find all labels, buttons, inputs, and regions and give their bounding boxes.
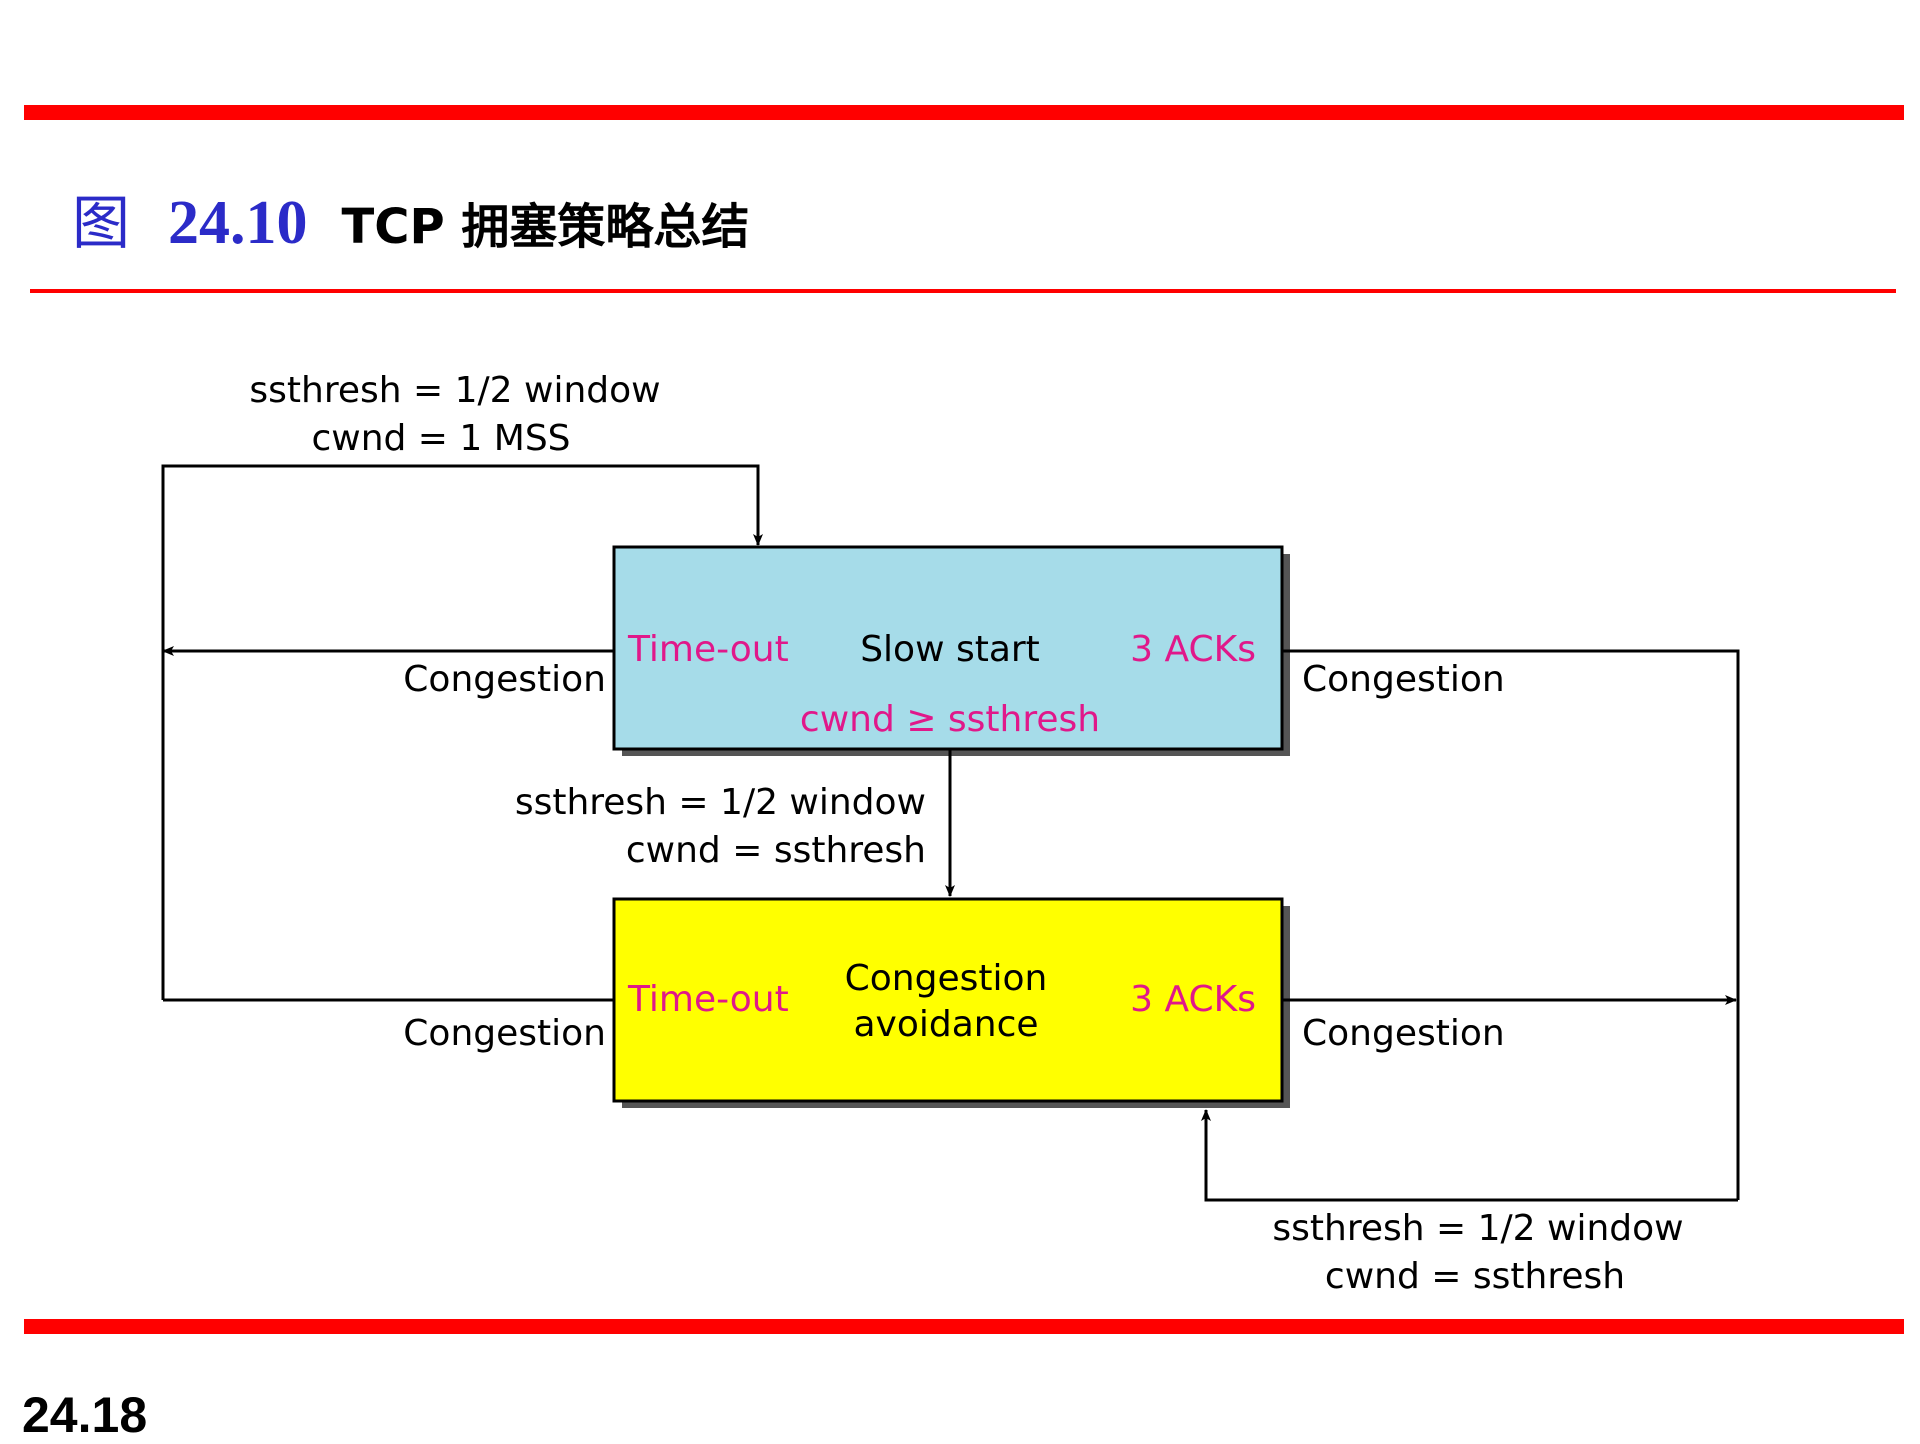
congestion-avoidance-box (612, 897, 1284, 1103)
slow-start-state: Time-out Slow start 3 ACKs cwnd ≥ ssthre… (612, 545, 1290, 756)
fast-recovery-arrow (1201, 1109, 1738, 1202)
reset-label-line1: ssthresh = 1/2 window (249, 370, 660, 411)
slow-start-box (612, 545, 1284, 751)
three-acks-label-line1: ssthresh = 1/2 window (1272, 1208, 1683, 1249)
slow-start-timeout-label: Time-out (627, 629, 789, 670)
title-underline-rule (30, 289, 1896, 293)
bottom-red-rule (24, 1319, 1904, 1334)
top-red-rule (24, 105, 1904, 120)
avoidance-label-line1: Congestion (845, 958, 1048, 999)
threshold-label-line1: ssthresh = 1/2 window (515, 782, 926, 823)
page-number: 24.18 (22, 1387, 148, 1443)
avoidance-3acks-label: 3 ACKs (1130, 979, 1256, 1020)
avoidance-timeout-label: Time-out (627, 979, 789, 1020)
slow-start-label: Slow start (860, 629, 1040, 670)
congestion-avoidance-state: Time-out Congestion avoidance 3 ACKs (612, 897, 1290, 1108)
figure-title: TCP 拥塞策略总结 (341, 199, 750, 255)
slow-start-3acks-label: 3 ACKs (1130, 629, 1256, 670)
threshold-label-line2: cwnd = ssthresh (626, 830, 926, 871)
congestion-label-top-left: Congestion (403, 659, 606, 700)
reset-label-line2: cwnd = 1 MSS (311, 418, 570, 459)
congestion-label-bottom-left: Congestion (403, 1013, 606, 1054)
slide-title: 图 24.10 TCP 拥塞策略总结 (72, 176, 750, 257)
figure-number: 24.10 (168, 189, 308, 257)
slow-start-threshold-label: cwnd ≥ ssthresh (800, 699, 1100, 740)
reset-to-slow-start-arrow (161, 464, 763, 1000)
slow-start-3acks-line (1282, 649, 1740, 1200)
three-acks-label-line2: cwnd = ssthresh (1325, 1256, 1625, 1297)
figure-label: 图 (72, 189, 131, 257)
avoidance-label-line2: avoidance (853, 1004, 1038, 1045)
congestion-label-bottom-right: Congestion (1302, 1013, 1505, 1054)
congestion-label-top-right: Congestion (1302, 659, 1505, 700)
